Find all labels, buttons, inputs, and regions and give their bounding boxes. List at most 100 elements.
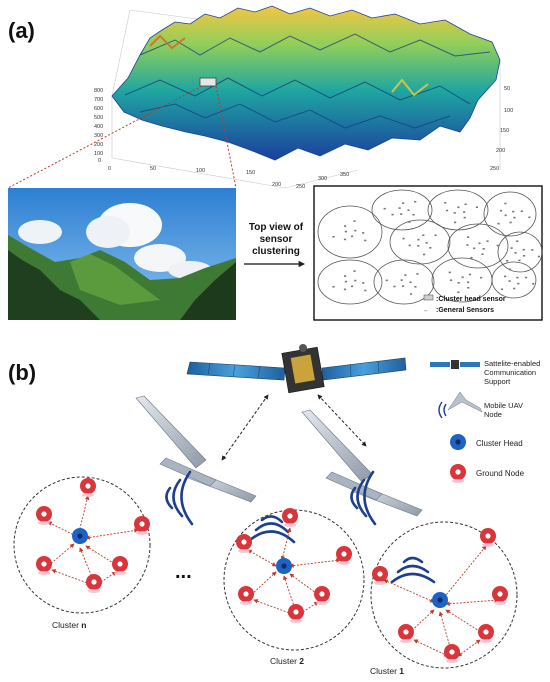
cluster-topview: :Cluster head sensor ▫▫ :General Sensors: [313, 185, 543, 321]
sensor-marker: [332, 286, 335, 288]
svg-text:0: 0: [98, 158, 101, 164]
sensor-marker: [528, 216, 531, 219]
sensor-marker: [513, 216, 516, 219]
ground-node-pin: [86, 574, 102, 593]
sensor-marker: [344, 230, 347, 233]
ground-node-pin: [492, 586, 508, 605]
sensor-marker: [486, 240, 489, 242]
ground-node-pin: [398, 624, 414, 643]
sensor-marker: [414, 286, 417, 288]
top-view-caption: Top view of sensor clustering: [244, 222, 306, 268]
ground-node-pin: [282, 508, 298, 527]
sensor-marker: [416, 273, 419, 275]
legend-ground-node-text: Ground Node: [476, 469, 525, 478]
ground-node-pin: [478, 624, 494, 643]
sensor-marker: [422, 234, 425, 236]
ground-node-pin: [236, 534, 252, 553]
x-axis-ticks: 0 50 100 150 200 250 300 350: [108, 166, 349, 190]
cluster-head-pin: [72, 528, 88, 544]
svg-text:150: 150: [246, 170, 255, 176]
sensor-marker: [354, 279, 357, 282]
sensor-marker: [412, 213, 415, 216]
zoom-line-right: [215, 85, 237, 189]
svg-text:Communication: Communication: [484, 368, 536, 377]
legend-satellite-text: Sattelite-enabled: [484, 359, 540, 368]
sensor-marker: [402, 237, 405, 240]
sensor-marker: [482, 248, 485, 250]
sensor-marker: [425, 242, 428, 244]
sensor-marker: [400, 279, 403, 281]
svg-text:50: 50: [150, 166, 156, 172]
sensor-marker: [463, 211, 466, 213]
sensor-marker: [470, 256, 473, 259]
svg-text:200: 200: [272, 182, 281, 188]
sensor-marker: [364, 239, 367, 242]
sensor-marker: [385, 279, 388, 282]
general-sensors: [332, 200, 540, 295]
sensor-marker: [509, 221, 512, 224]
cluster-n-label: Cluster n: [52, 620, 87, 630]
cluster-n-boundary: [13, 476, 151, 614]
sensor-marker: [473, 247, 476, 250]
sensor-marker: [481, 253, 484, 255]
svg-text:0: 0: [108, 166, 111, 172]
legend-cluster-head-icon: [450, 434, 466, 450]
sensor-marker: [457, 291, 460, 294]
svg-text:clustering: clustering: [252, 246, 300, 257]
zoom-line-left: [7, 85, 203, 189]
sensor-marker: [475, 206, 478, 208]
sensor-marker: [364, 289, 367, 292]
sensor-marker: [344, 280, 347, 283]
svg-text:Support: Support: [484, 377, 511, 386]
cluster-1-label: Cluster 1: [370, 666, 404, 676]
ground-node-pin: [80, 478, 96, 497]
svg-text:400: 400: [94, 124, 103, 130]
sensor-marker: [434, 234, 437, 237]
legend-general-sensors: :General Sensors: [436, 307, 494, 314]
sensor-marker: [344, 275, 347, 277]
svg-text:250: 250: [490, 166, 499, 172]
sensor-marker: [524, 276, 528, 279]
cluster-1-boundary: [370, 521, 518, 669]
ground-node-pin: [36, 506, 52, 525]
sensor-marker: [504, 275, 507, 278]
mountain-photo: [8, 188, 236, 320]
sensor-marker: [402, 285, 405, 287]
sensor-marker: [449, 279, 453, 281]
sensor-marker: [509, 268, 512, 271]
legend-cluster-head-sensor: :Cluster head sensor: [436, 296, 506, 303]
sensor-marker: [522, 255, 526, 257]
svg-text:600: 600: [94, 106, 103, 112]
sensor-marker: [408, 221, 411, 223]
sensor-marker: [417, 238, 420, 241]
z-axis-ticks: 800 700 600 500 400 300 200 100 0: [94, 88, 103, 164]
sensor-marker: [478, 242, 481, 245]
satellite-icon: [186, 344, 407, 394]
sensor-marker: [400, 213, 403, 215]
legend-satellite-icon: [430, 360, 480, 369]
sensor-marker: [531, 249, 534, 251]
sensor-marker: [354, 229, 357, 232]
sensor-marker: [463, 216, 466, 219]
sensor-marker: [445, 209, 449, 212]
cluster-links: [47, 495, 499, 657]
ground-node-pin: [238, 586, 254, 605]
sensor-marker: [344, 225, 347, 227]
svg-text:150: 150: [500, 128, 509, 134]
sensor-marker: [408, 244, 411, 247]
cluster-head-pin: [276, 558, 292, 574]
svg-text:100: 100: [196, 168, 205, 174]
sensor-marker: [393, 285, 396, 288]
ground-node-pin: [372, 566, 388, 585]
sensor-marker: [454, 221, 457, 224]
uav-right: [301, 409, 423, 517]
sensor-marker: [414, 200, 417, 203]
sensor-marker: [350, 235, 354, 238]
sensor-marker: [518, 259, 521, 262]
sensor-marker: [537, 255, 540, 258]
sensor-marker: [512, 210, 515, 213]
legend-cluster-head-text: Cluster Head: [476, 439, 523, 448]
sensor-marker: [444, 202, 447, 204]
sensor-marker: [448, 271, 451, 274]
ground-nodes: [36, 478, 508, 663]
